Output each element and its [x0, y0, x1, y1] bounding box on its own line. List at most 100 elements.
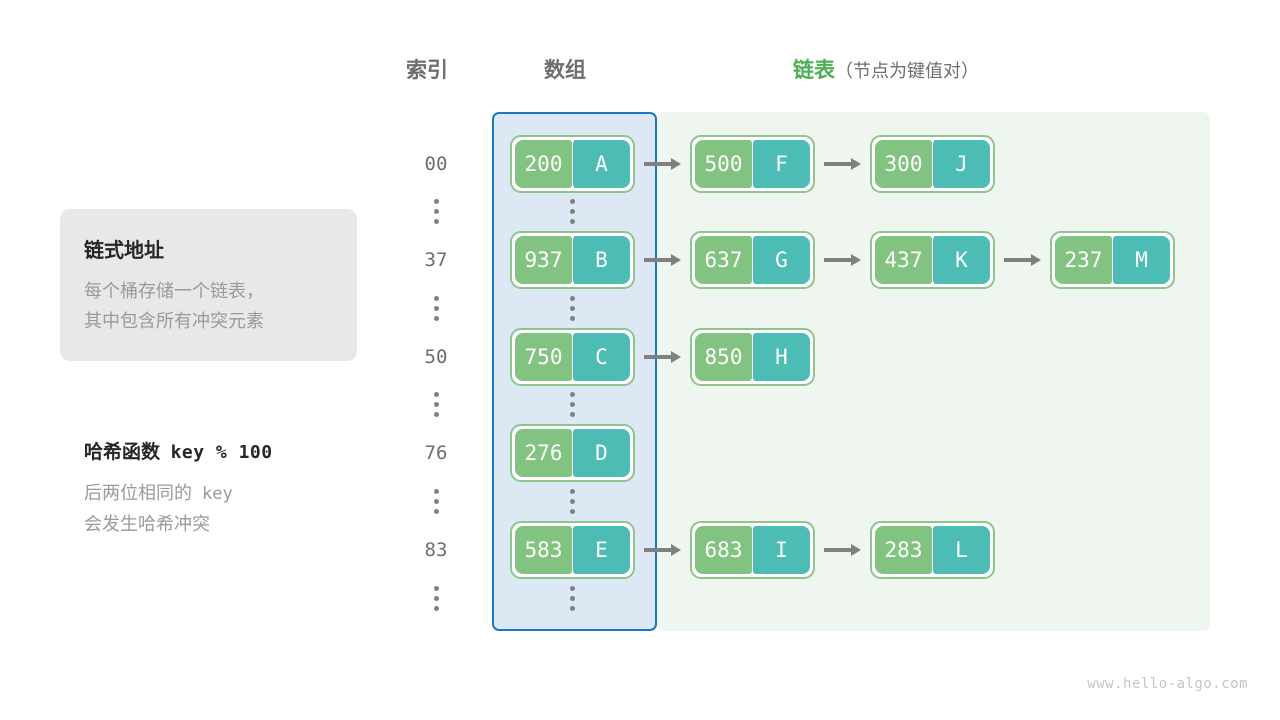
ellipsis-dot-icon — [570, 306, 575, 311]
array-ellipsis — [562, 392, 584, 417]
index-label: 37 — [424, 249, 448, 271]
array-ellipsis — [562, 586, 584, 611]
arrow-head-icon — [851, 158, 861, 170]
hash-function-expression: key % 100 — [170, 442, 273, 463]
ellipsis-dot-icon — [433, 296, 439, 301]
info-card-line-2: 其中包含所有冲突元素 — [84, 311, 264, 331]
ellipsis-dot-icon — [570, 606, 575, 611]
chain-arrow — [824, 254, 861, 266]
node-key: 637 — [695, 236, 752, 284]
info-card-body: 每个桶存储一个链表， 其中包含所有冲突元素 — [84, 276, 344, 336]
index-ellipsis — [425, 199, 447, 224]
node-value: J — [933, 140, 990, 188]
hash-function-line-1-code: key — [202, 484, 233, 504]
ellipsis-dot-icon — [570, 392, 575, 397]
header-array: 数组 — [544, 59, 586, 82]
ellipsis-dot-icon — [433, 509, 439, 514]
ellipsis-dot-icon — [570, 199, 575, 204]
ellipsis-dot-icon — [433, 306, 439, 311]
node-value: A — [573, 140, 630, 188]
arrow-head-icon — [671, 351, 681, 363]
ellipsis-dot-icon — [570, 296, 575, 301]
index-ellipsis — [425, 586, 447, 611]
ellipsis-dot-icon — [433, 402, 439, 407]
header-linked-list-sub: （节点为键值对） — [835, 61, 979, 81]
node-key: 500 — [695, 140, 752, 188]
ellipsis-dot-icon — [570, 596, 575, 601]
hash-function-line-1-text: 后两位相同的 — [84, 483, 192, 503]
ellipsis-dot-icon — [570, 499, 575, 504]
chain-arrow — [644, 254, 681, 266]
arrow-shaft — [644, 162, 672, 166]
arrow-shaft — [824, 258, 852, 262]
chain-arrow — [644, 158, 681, 170]
info-card-line-1: 每个桶存储一个链表， — [84, 281, 264, 301]
hash-function-title: 哈希函数 key % 100 — [84, 437, 273, 464]
info-card-title: 链式地址 — [84, 240, 164, 262]
hash-function-line-2: 会发生哈希冲突 — [84, 514, 210, 534]
node-value: F — [753, 140, 810, 188]
arrow-head-icon — [1031, 254, 1041, 266]
node-value: D — [573, 429, 630, 477]
ellipsis-dot-icon — [433, 586, 439, 591]
info-card — [60, 209, 357, 361]
node-key: 300 — [875, 140, 932, 188]
chain-arrow — [824, 158, 861, 170]
node-key: 683 — [695, 526, 752, 574]
node-value: K — [933, 236, 990, 284]
ellipsis-dot-icon — [433, 219, 439, 224]
node-value: G — [753, 236, 810, 284]
arrow-shaft — [644, 355, 672, 359]
node-value: I — [753, 526, 810, 574]
ellipsis-dot-icon — [570, 219, 575, 224]
ellipsis-dot-icon — [433, 606, 439, 611]
ellipsis-dot-icon — [433, 412, 439, 417]
ellipsis-dot-icon — [570, 402, 575, 407]
hash-function-body: 后两位相同的 key 会发生哈希冲突 — [84, 478, 344, 539]
chain-arrow — [644, 544, 681, 556]
ellipsis-dot-icon — [433, 596, 439, 601]
ellipsis-dot-icon — [570, 209, 575, 214]
node-key: 276 — [515, 429, 572, 477]
index-ellipsis — [425, 296, 447, 321]
array-ellipsis — [562, 489, 584, 514]
index-ellipsis — [425, 392, 447, 417]
array-ellipsis — [562, 296, 584, 321]
header-linked-list: 链表（节点为键值对） — [793, 54, 979, 84]
node-key: 583 — [515, 526, 572, 574]
chain-arrow — [644, 351, 681, 363]
node-value: E — [573, 526, 630, 574]
arrow-head-icon — [851, 254, 861, 266]
header-linked-list-main: 链表 — [793, 59, 835, 82]
node-value: B — [573, 236, 630, 284]
index-label: 76 — [424, 442, 448, 464]
node-key: 200 — [515, 140, 572, 188]
index-label: 50 — [424, 346, 448, 368]
index-label: 00 — [424, 153, 448, 175]
ellipsis-dot-icon — [433, 316, 439, 321]
arrow-shaft — [824, 162, 852, 166]
ellipsis-dot-icon — [570, 489, 575, 494]
watermark: www.hello-algo.com — [1087, 676, 1248, 692]
arrow-head-icon — [671, 254, 681, 266]
ellipsis-dot-icon — [433, 209, 439, 214]
node-key: 237 — [1055, 236, 1112, 284]
arrow-head-icon — [851, 544, 861, 556]
ellipsis-dot-icon — [570, 316, 575, 321]
node-key: 283 — [875, 526, 932, 574]
ellipsis-dot-icon — [433, 499, 439, 504]
ellipsis-dot-icon — [570, 412, 575, 417]
node-value: L — [933, 526, 990, 574]
arrow-head-icon — [671, 544, 681, 556]
arrow-shaft — [824, 548, 852, 552]
